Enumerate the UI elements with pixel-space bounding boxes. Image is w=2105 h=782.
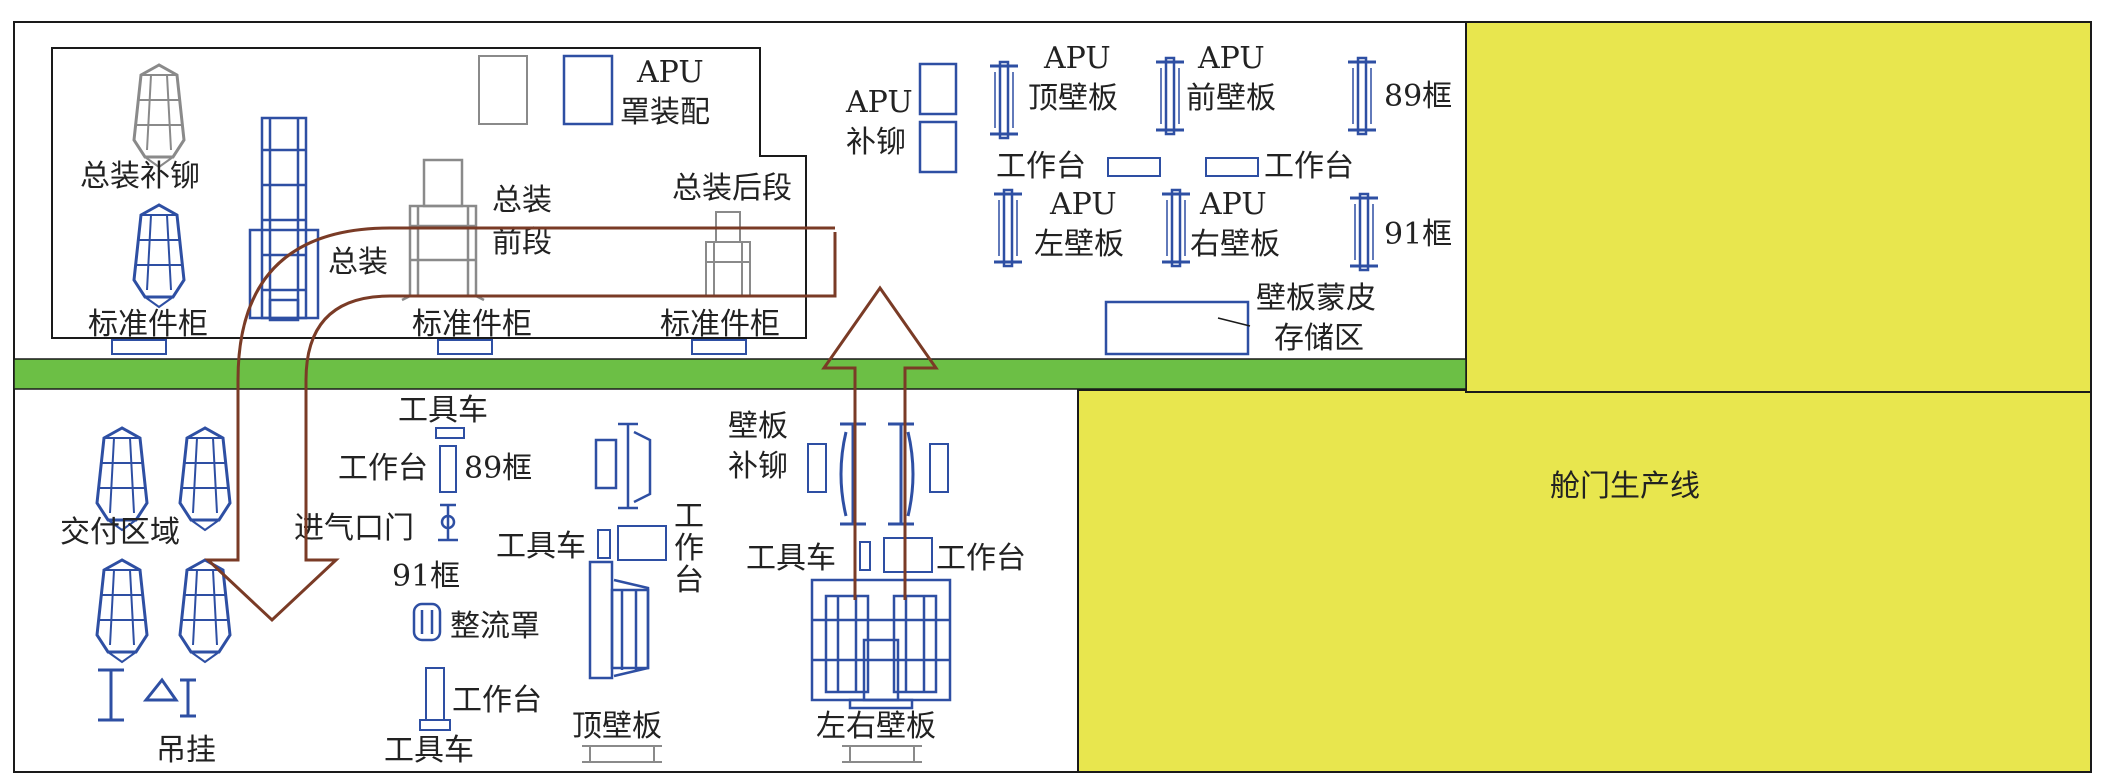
- top-panel-upper-jig: [594, 422, 652, 510]
- inlet-door-jig: [438, 503, 458, 542]
- tool-cart-mid: [597, 529, 611, 559]
- workbench-vertical-label-2: 作: [674, 531, 704, 566]
- top-panel-base: [582, 745, 662, 763]
- apu-workbench-right: [1205, 157, 1259, 177]
- apu-cover-assembly-label-2: 罩装配: [620, 95, 710, 130]
- apu-right-panel-label-2: 右壁板: [1190, 227, 1280, 262]
- hanger-label: 吊挂: [156, 733, 216, 768]
- final-assembly-front-section-fixture: [401, 158, 485, 302]
- workbench-bottom-base: [419, 719, 451, 731]
- left-right-panel-main-jig: [810, 578, 952, 710]
- standard-parts-cabinet-label-3: 标准件柜: [660, 307, 780, 342]
- door-production-line-label: 舱门生产线: [1550, 469, 1700, 504]
- apu-left-panel-label-2: 左壁板: [1034, 227, 1124, 262]
- panel-riveting-jig-left: [839, 422, 866, 526]
- frame-89-lower-label: 89框: [464, 451, 532, 486]
- final-assembly-riveting-fixture: [132, 63, 186, 169]
- workbench-right-label: 工作台: [936, 541, 1026, 576]
- final-assembly-rear-section-label: 总装后段: [672, 171, 792, 206]
- fairing-jig: [412, 602, 442, 642]
- left-right-panels-label: 左右壁板: [816, 709, 936, 744]
- delivery-fixture-3: [95, 558, 149, 664]
- final-assembly-rear-section-fixture: [705, 211, 751, 297]
- apu-front-panel-label-2: 前壁板: [1186, 81, 1276, 116]
- frame-91-lower-label: 91框: [392, 559, 460, 594]
- final-assembly-label: 总装: [328, 245, 388, 280]
- hanger-fixtures: [98, 668, 196, 722]
- workbench-vertical-label-3: 台: [674, 563, 704, 598]
- apu-riveting-box-2: [918, 120, 958, 174]
- door-production-line-zone: [1077, 389, 2092, 773]
- apu-top-panel-label-1: APU: [1043, 41, 1111, 76]
- panel-skin-storage-label-1: 壁板蒙皮: [1256, 281, 1376, 316]
- fairing-label: 整流罩: [450, 609, 540, 644]
- frame-89-jig: [1346, 56, 1378, 136]
- tool-cart-top: [435, 427, 465, 439]
- delivery-fixture-2: [178, 426, 232, 532]
- delivery-area-label: 交付区域: [60, 515, 180, 550]
- panel-riveting-label-1: 壁板: [728, 409, 788, 444]
- workbench-89: [439, 445, 457, 493]
- apu-right-panel-jig: [1160, 188, 1192, 268]
- apu-cover-box-gray: [478, 55, 528, 125]
- left-right-panel-base: [842, 745, 922, 763]
- panel-skin-storage-box: [1104, 300, 1250, 356]
- tool-cart-right: [859, 541, 871, 571]
- door-production-line-zone-top: [1465, 21, 2092, 393]
- apu-cover-assembly-label-1: APU: [636, 55, 704, 90]
- final-assembly-tower: [248, 116, 320, 322]
- apu-front-panel-jig: [1154, 56, 1186, 136]
- panel-skin-storage-leader: [1217, 317, 1251, 327]
- top-panel-main-jig: [588, 560, 650, 680]
- apu-workbench-left: [1107, 157, 1161, 177]
- tool-cart-top-label: 工具车: [398, 393, 488, 428]
- apu-cover-box-blue: [562, 54, 614, 126]
- workbench-vertical: [617, 525, 667, 561]
- final-assembly-enclosure: [51, 47, 807, 339]
- tool-cart-mid-label: 工具车: [496, 529, 586, 564]
- upward-flow-arrow: [821, 285, 939, 600]
- green-aisle-band: [13, 358, 1467, 390]
- final-assembly-fixture: [132, 203, 186, 309]
- standard-parts-cabinet-2: [437, 339, 493, 355]
- standard-parts-cabinet-label-1: 标准件柜: [88, 307, 208, 342]
- frame-91-label: 91框: [1384, 217, 1452, 252]
- apu-left-panel-label-1: APU: [1049, 187, 1117, 222]
- tool-cart-bottom-label: 工具车: [384, 733, 474, 768]
- workbench-89-label: 工作台: [338, 451, 428, 486]
- frame-91-jig: [1348, 192, 1380, 272]
- final-assembly-front-section-label-1: 总装: [492, 183, 552, 218]
- panel-riveting-label-2: 补铆: [728, 449, 788, 484]
- apu-front-panel-label-1: APU: [1197, 41, 1265, 76]
- workbench-bottom: [425, 667, 445, 721]
- apu-workbench-left-label: 工作台: [996, 149, 1086, 184]
- u-turn-flow-arrow: [204, 226, 837, 623]
- apu-workbench-right-label: 工作台: [1264, 149, 1354, 184]
- standard-parts-cabinet-3: [691, 339, 747, 355]
- top-panel-label: 顶壁板: [572, 709, 662, 744]
- panel-riveting-box-right: [929, 443, 949, 493]
- apu-left-panel-jig: [992, 188, 1024, 268]
- apu-right-panel-label-1: APU: [1199, 187, 1267, 222]
- workbench-bottom-label: 工作台: [452, 683, 542, 718]
- final-assembly-riveting-label: 总装补铆: [80, 159, 200, 194]
- apu-riveting-box-1: [918, 62, 958, 116]
- apu-top-panel-label-2: 顶壁板: [1028, 81, 1118, 116]
- panel-skin-storage-label-2: 存储区: [1274, 321, 1364, 356]
- panel-riveting-box-left: [807, 443, 827, 493]
- tool-cart-right-label: 工具车: [746, 541, 836, 576]
- workbench-right-box: [883, 537, 933, 573]
- panel-riveting-jig-right: [888, 422, 915, 526]
- apu-top-panel-jig: [988, 60, 1020, 140]
- workbench-vertical-label-1: 工: [674, 499, 704, 534]
- frame-89-label: 89框: [1384, 79, 1452, 114]
- apu-riveting-label-1: APU: [845, 85, 913, 120]
- inlet-door-label: 进气口门: [294, 511, 414, 546]
- standard-parts-cabinet-1: [111, 339, 167, 355]
- standard-parts-cabinet-label-2: 标准件柜: [412, 307, 532, 342]
- apu-riveting-label-2: 补铆: [846, 125, 906, 160]
- final-assembly-front-section-label-2: 前段: [492, 225, 552, 260]
